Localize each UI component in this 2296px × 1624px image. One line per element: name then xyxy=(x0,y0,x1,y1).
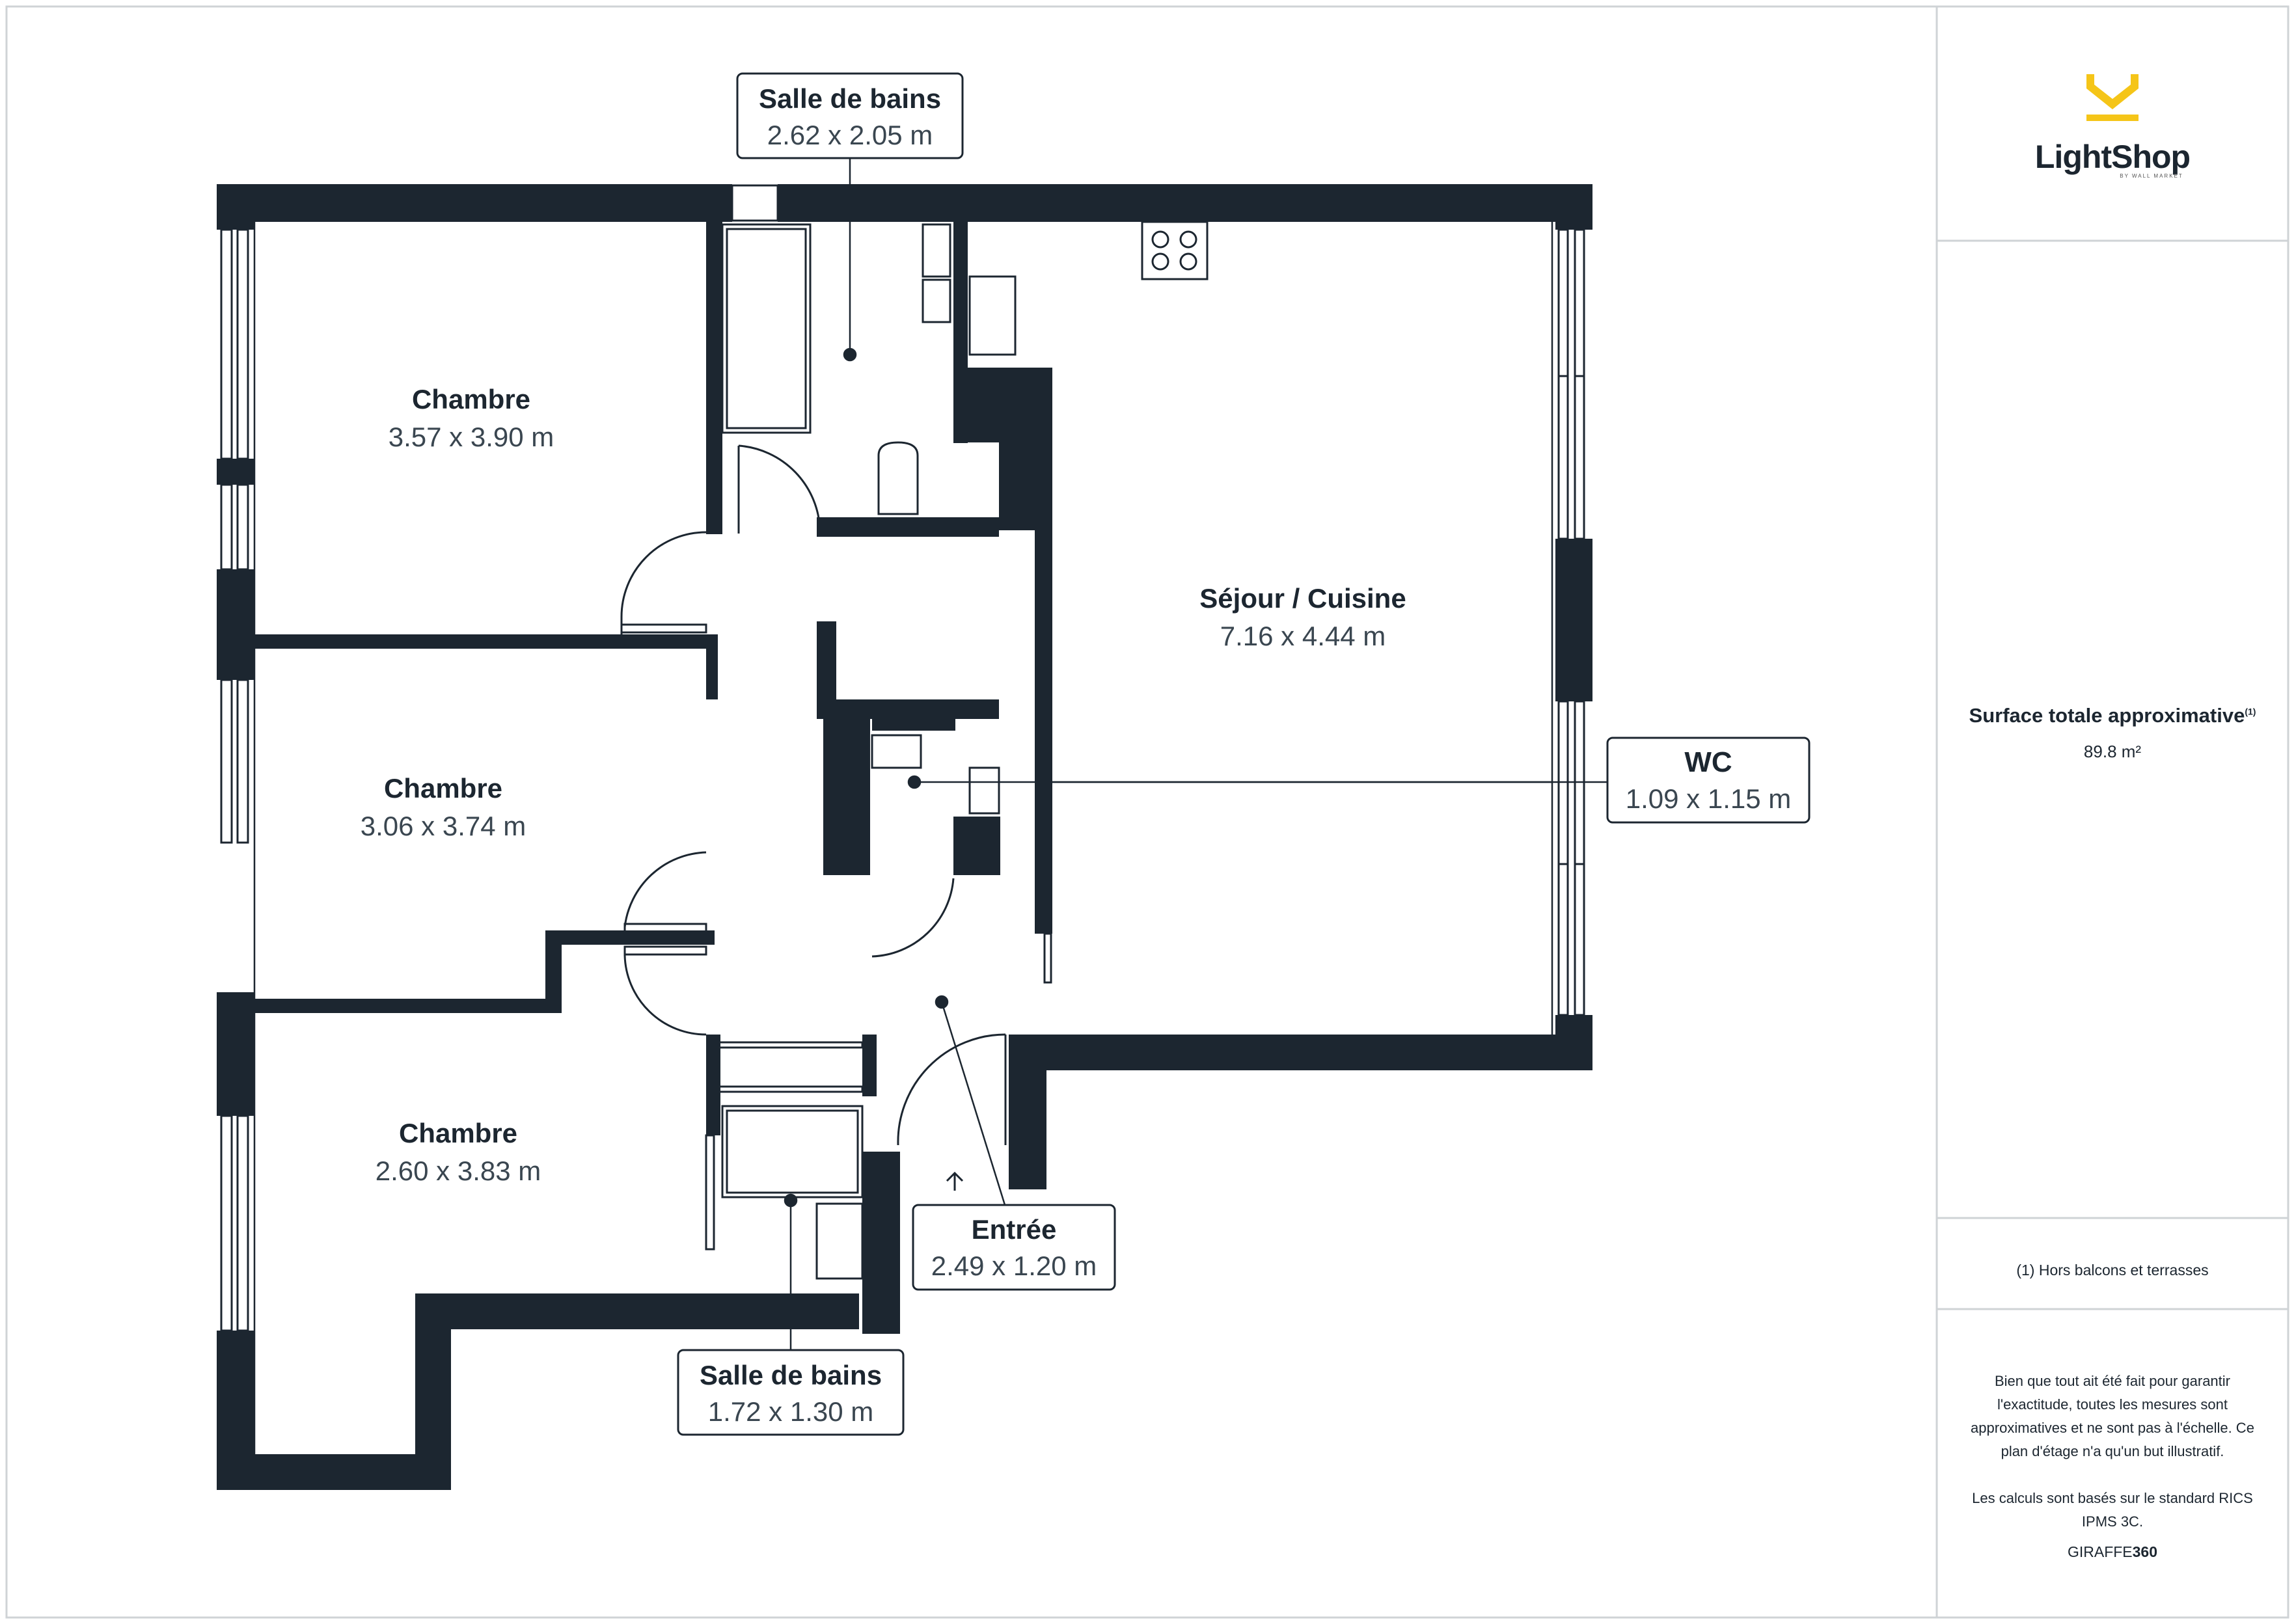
surface-note-mark: (1) xyxy=(2245,706,2256,717)
disclaimer-block: Bien que tout ait été fait pour garantir… xyxy=(1937,1316,2288,1617)
callout-sdb1: Salle de bains 2.62 x 2.05 m xyxy=(736,72,964,159)
callout-sdb2: Salle de bains 1.72 x 1.30 m xyxy=(677,1349,905,1436)
room-sdb2-dims: 1.72 x 1.30 m xyxy=(708,1396,873,1427)
surface-label-text: Surface totale approximative xyxy=(1969,703,2245,727)
callout-entree: Entrée 2.49 x 1.20 m xyxy=(912,1204,1116,1291)
washbasin xyxy=(922,223,951,278)
room-entree-name: Entrée xyxy=(972,1214,1057,1245)
brand-block: LightShop BY WALL MARKET xyxy=(1937,7,2288,241)
credit-b: 360 xyxy=(2132,1543,2158,1560)
disclaimer-text: Bien que tout ait été fait pour garantir… xyxy=(1971,1373,2254,1459)
room-chambre2-dims: 3.06 x 3.74 m xyxy=(361,811,526,841)
bathtub xyxy=(721,223,812,434)
room-sejour-name: Séjour / Cuisine xyxy=(1199,583,1406,614)
surface-label: Surface totale approximative(1) xyxy=(1969,704,2256,727)
surface-value: 89.8 m² xyxy=(2083,741,2142,761)
lightshop-logo-icon xyxy=(2086,74,2139,121)
standard-text: Les calculs sont basés sur le standard R… xyxy=(1972,1490,2253,1530)
brand-name: LightShop xyxy=(2034,138,2191,175)
cooktop xyxy=(1141,221,1209,280)
credit: GIRAFFE360 xyxy=(2068,1540,2157,1563)
room-wc-name: WC xyxy=(1684,746,1732,778)
room-chambre3-dims: 2.60 x 3.83 m xyxy=(376,1156,541,1186)
leader-lines xyxy=(784,155,1607,1353)
room-sdb1-dims: 2.62 x 2.05 m xyxy=(767,120,933,150)
shower xyxy=(721,1105,864,1198)
footnote: (1) Hors balcons et terrasses xyxy=(1937,1225,2288,1316)
room-sdb2-name: Salle de bains xyxy=(700,1360,882,1390)
brand-subtitle: BY WALL MARKET xyxy=(2120,172,2183,179)
room-chambre1-name: Chambre xyxy=(412,384,530,414)
room-chambre2-name: Chambre xyxy=(384,773,502,804)
toilet xyxy=(877,441,919,515)
room-sejour-dims: 7.16 x 4.44 m xyxy=(1220,621,1386,651)
page-frame xyxy=(5,5,2289,1619)
info-sidebar: LightShop BY WALL MARKET Surface totale … xyxy=(1937,7,2288,1617)
callout-wc: WC 1.09 x 1.15 m xyxy=(1606,737,1811,824)
surface-block: Surface totale approximative(1) 89.8 m² xyxy=(1937,241,2288,1225)
credit-a: GIRAFFE xyxy=(2067,1543,2133,1560)
room-sdb1-name: Salle de bains xyxy=(759,83,941,114)
room-wc-dims: 1.09 x 1.15 m xyxy=(1626,783,1791,814)
room-entree-dims: 2.49 x 1.20 m xyxy=(931,1251,1097,1281)
walls xyxy=(217,184,1592,1490)
room-chambre1-dims: 3.57 x 3.90 m xyxy=(389,422,554,452)
windows xyxy=(220,184,1585,1332)
room-chambre3-name: Chambre xyxy=(399,1118,517,1148)
entrance-arrow xyxy=(946,1171,964,1191)
fixtures xyxy=(721,221,1209,1280)
footnote-text: (1) Hors balcons et terrasses xyxy=(2016,1261,2209,1279)
doors xyxy=(620,444,1052,1251)
